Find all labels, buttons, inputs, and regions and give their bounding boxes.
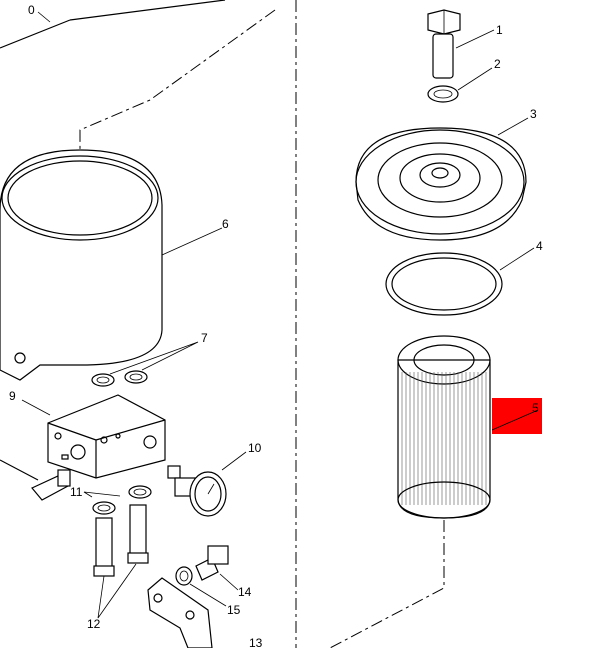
callout-2: 2 xyxy=(494,57,501,71)
highlight-box-5 xyxy=(492,398,542,434)
callout-12: 12 xyxy=(87,617,101,631)
part-12-bolts xyxy=(93,504,149,577)
callout-9: 9 xyxy=(9,389,16,403)
part-9-valve-block xyxy=(47,394,166,479)
part-14-bolt xyxy=(195,545,229,581)
axis-line-right xyxy=(329,520,445,648)
leader-11 xyxy=(83,491,121,498)
part-2-washer xyxy=(427,85,459,103)
callout-15: 15 xyxy=(227,603,241,617)
callout-5: 5 xyxy=(532,401,539,415)
leader-12 xyxy=(97,563,137,619)
leader-4 xyxy=(499,247,535,271)
callout-1: 1 xyxy=(496,23,503,37)
leader-9 xyxy=(21,399,51,416)
callout-7: 7 xyxy=(201,331,208,345)
leader-3 xyxy=(497,117,529,136)
part-5-filter-element xyxy=(397,335,491,519)
part-0-housing-edge xyxy=(0,0,226,49)
callout-6: 6 xyxy=(222,217,229,231)
callout-3: 3 xyxy=(530,107,537,121)
callout-4: 4 xyxy=(536,239,543,253)
part-3-cover xyxy=(355,127,527,241)
part-7-orings xyxy=(91,370,148,387)
part-10-pressure-gauge xyxy=(167,465,227,517)
part-6-canister xyxy=(0,149,163,381)
part-13-bracket xyxy=(147,577,213,648)
leader-1 xyxy=(455,29,495,49)
callout-0: 0 xyxy=(28,3,35,17)
callout-13: 13 xyxy=(249,636,263,648)
part-11-washers xyxy=(92,485,152,515)
leader-10 xyxy=(221,451,247,471)
leader-14 xyxy=(219,573,239,591)
fitting-left xyxy=(0,459,71,501)
leader-7 xyxy=(109,341,199,375)
leader-2 xyxy=(457,67,493,91)
part-15-washer xyxy=(175,566,193,586)
part-1-bolt xyxy=(427,9,461,79)
leader-5 xyxy=(491,409,539,431)
callout-10: 10 xyxy=(248,441,262,455)
leader-6 xyxy=(161,227,223,256)
callout-11: 11 xyxy=(70,485,83,499)
part-4-gasket xyxy=(385,252,503,316)
callout-14: 14 xyxy=(238,585,252,599)
leader-0 xyxy=(37,11,51,23)
leader-15 xyxy=(189,583,227,607)
